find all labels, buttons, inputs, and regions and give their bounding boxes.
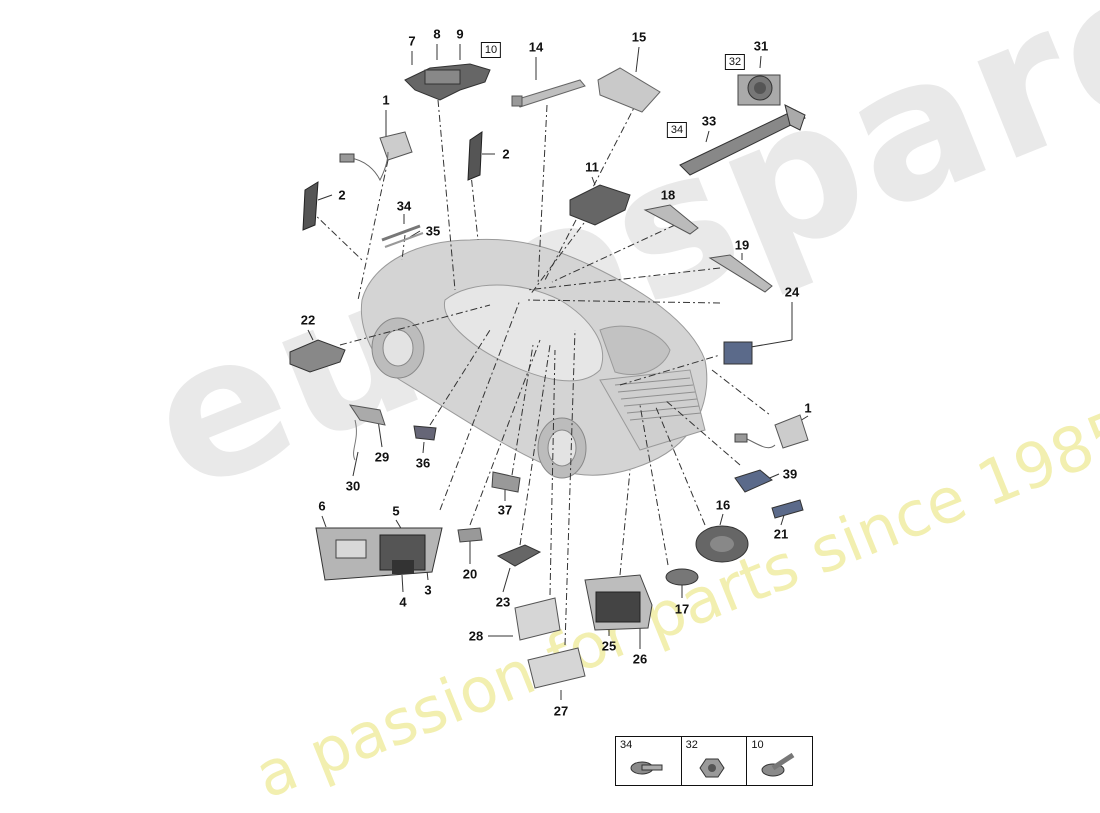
- callout-25: 25: [601, 638, 617, 654]
- car-wheel-front: [371, 317, 425, 379]
- part-24-bracket: [723, 341, 753, 365]
- leader-lines: [309, 99, 771, 646]
- part-29-30-harness: [348, 404, 386, 461]
- callout-36: 36: [415, 455, 431, 471]
- fastener-legend: 34 32 10: [615, 736, 813, 786]
- hex-nut-icon: [699, 758, 725, 778]
- part-23-module: [496, 544, 542, 567]
- part-25-26-unit: [584, 574, 653, 631]
- callout-8: 8: [433, 26, 441, 42]
- callout-24: 24: [784, 284, 800, 300]
- part-15-panel: [597, 67, 661, 113]
- callout-4: 4: [399, 594, 407, 610]
- part-17-cap: [665, 568, 699, 586]
- part-22-module: [289, 339, 346, 373]
- part-18-bar: [643, 204, 699, 235]
- part-2-plate-right: [467, 131, 483, 181]
- part-28-module: [514, 597, 561, 641]
- bolt-washer-icon: [761, 752, 795, 777]
- callout-3: 3: [424, 582, 432, 598]
- callout-10: 10: [480, 42, 502, 58]
- part-39-module: [734, 469, 773, 493]
- part-2-plate-left: [302, 181, 319, 231]
- part-20-clip: [457, 527, 483, 543]
- part-27-module: [527, 647, 586, 689]
- legend-cell: 10: [747, 737, 812, 785]
- callout-9: 9: [456, 26, 464, 42]
- callout-14: 14: [528, 39, 544, 55]
- callout-29: 29: [374, 449, 390, 465]
- callout-39: 39: [782, 466, 798, 482]
- callout-33: 33: [701, 113, 717, 129]
- callout-28: 28: [468, 628, 484, 644]
- callout-18: 18: [660, 187, 676, 203]
- part-34-35-strip: [381, 224, 424, 248]
- callout-2: 2: [502, 146, 510, 162]
- legend-number: 10: [751, 739, 764, 751]
- callout-23: 23: [495, 594, 511, 610]
- callout-connectors: [307, 44, 809, 700]
- callout-16: 16: [715, 497, 731, 513]
- part-16-speaker: [695, 525, 749, 563]
- callout-11: 11: [585, 159, 599, 175]
- legend-cell: 32: [682, 737, 748, 785]
- callout-7: 7: [408, 33, 416, 49]
- callout-1: 1: [382, 92, 390, 108]
- callout-20: 20: [462, 566, 478, 582]
- callout-15: 15: [631, 29, 647, 45]
- bolt-flange-icon: [630, 761, 663, 775]
- part-11-module: [569, 184, 631, 226]
- callout-17: 17: [674, 601, 690, 617]
- part-19-bar: [708, 254, 773, 293]
- car-wheel-rear: [537, 417, 587, 479]
- part-6-5-4-3-control-unit: [315, 527, 443, 581]
- callout-35: 35: [425, 223, 441, 239]
- part-31-speaker: [737, 74, 781, 106]
- part-36-sensor: [413, 425, 437, 441]
- callout-27: 27: [553, 703, 569, 719]
- car-body: [360, 238, 708, 476]
- callout-37: 37: [497, 502, 513, 518]
- callout-19: 19: [734, 237, 750, 253]
- callout-1: 1: [804, 400, 812, 416]
- callout-30: 30: [345, 478, 361, 494]
- legend-cell: 34: [616, 737, 682, 785]
- callout-26: 26: [632, 651, 648, 667]
- callout-34: 34: [666, 122, 688, 138]
- car-grille: [614, 377, 702, 421]
- part-1-antenna-rear: [734, 414, 809, 449]
- legend-number: 32: [685, 739, 698, 751]
- callout-32: 32: [724, 54, 746, 70]
- legend-number: 34: [620, 739, 633, 751]
- callout-2: 2: [338, 187, 346, 203]
- part-33-bracket: [679, 104, 806, 176]
- callout-31: 31: [753, 38, 769, 54]
- callout-34: 34: [396, 198, 412, 214]
- part-21-clip: [771, 499, 804, 519]
- callout-22: 22: [300, 312, 316, 328]
- callout-5: 5: [392, 503, 400, 519]
- part-37-module: [491, 471, 521, 493]
- part-7-8-9-module: [404, 63, 491, 101]
- part-1-antenna-front: [339, 131, 413, 182]
- part-14-rod: [511, 79, 586, 108]
- callout-21: 21: [773, 526, 789, 542]
- callout-6: 6: [318, 498, 326, 514]
